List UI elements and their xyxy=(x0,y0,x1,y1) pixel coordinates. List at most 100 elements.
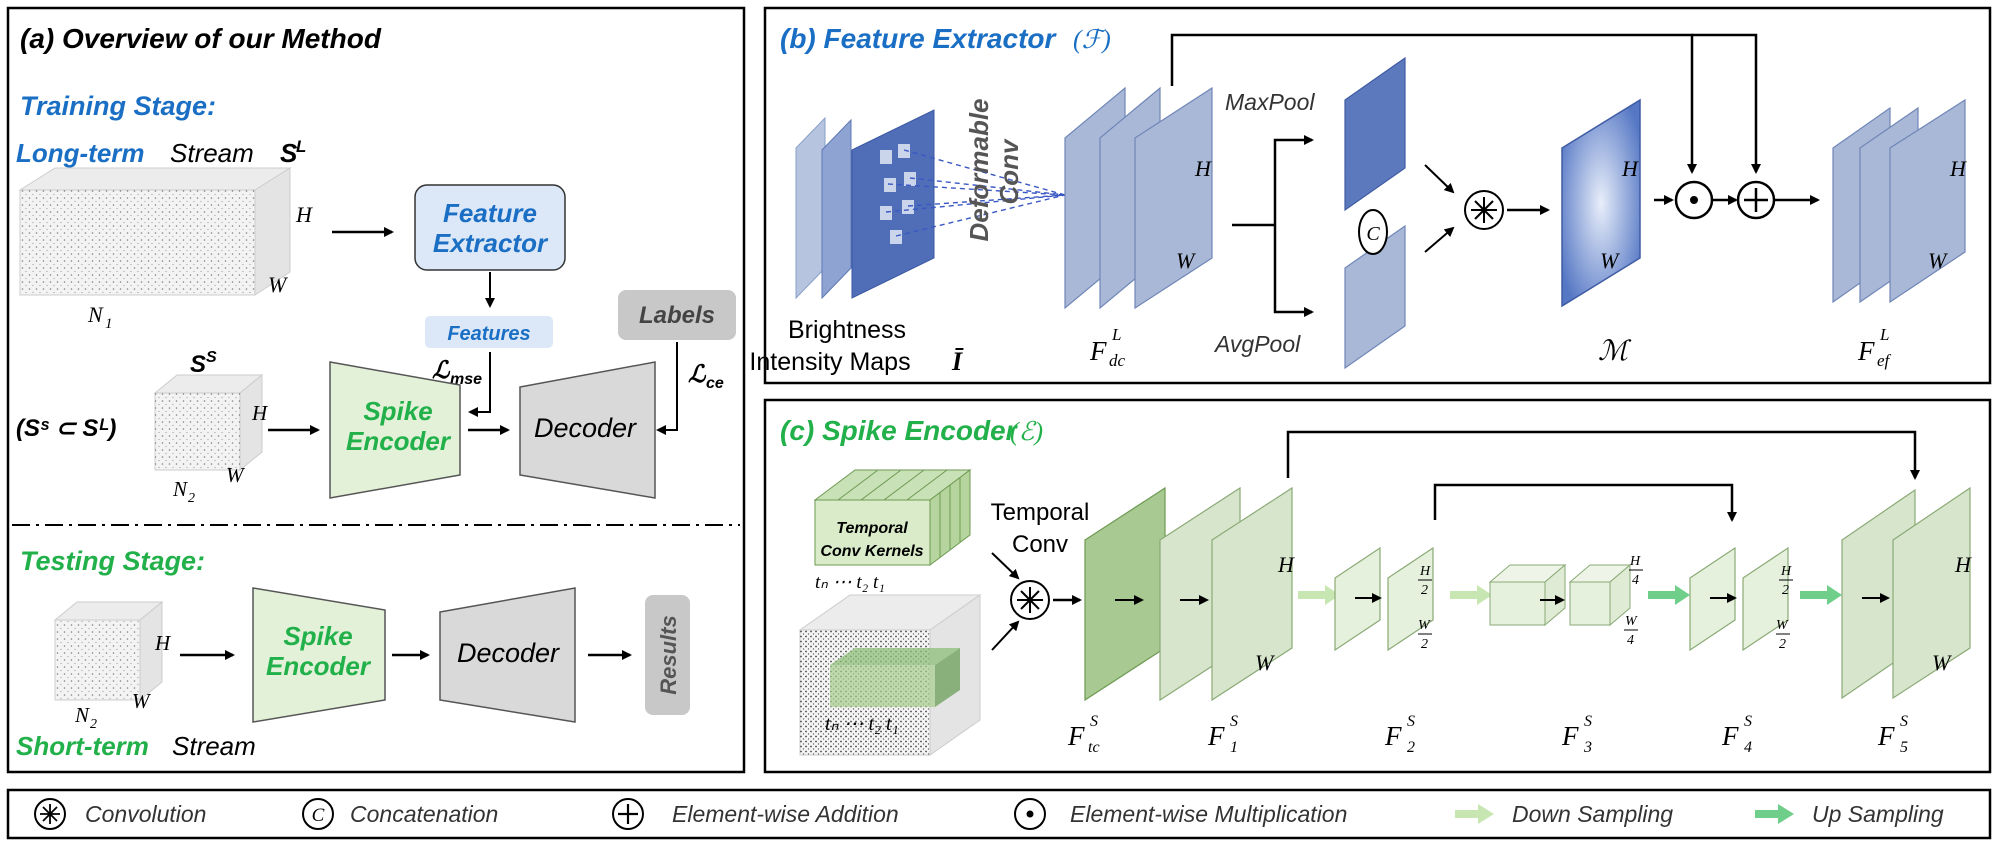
temporal-conv-label-1: Temporal xyxy=(991,499,1090,526)
f5-sub: 5 xyxy=(1900,739,1908,756)
f-dc-sub: dc xyxy=(1109,351,1126,370)
f5-sup: S xyxy=(1900,713,1908,730)
loss-ce: ℒ xyxy=(688,362,707,388)
legend-multiplication: Element-wise Multiplication xyxy=(1070,801,1347,827)
legend-up-sampling: Up Sampling xyxy=(1812,801,1944,827)
subset-relation: (Sˢ ⊂ Sᴸ) xyxy=(16,415,116,442)
spike-encoder-train xyxy=(329,361,461,499)
legend-concatenation: Concatenation xyxy=(350,801,498,827)
panel-b-title: (b) Feature Extractor xyxy=(780,23,1057,54)
f-tc-sup: S xyxy=(1090,713,1098,730)
long-stream-w: W xyxy=(268,272,288,297)
long-term-stream-cube xyxy=(18,167,292,296)
short-stream-sup: S xyxy=(206,349,217,366)
f5-stack xyxy=(1841,486,1971,700)
n2-label-train: N xyxy=(172,477,188,501)
short-train-w: W xyxy=(226,463,246,487)
f-ef-w: W xyxy=(1928,248,1948,273)
spike-encoder-test xyxy=(252,587,386,723)
spike-encoder-test-1: Spike xyxy=(283,621,352,651)
m-w: W xyxy=(1600,248,1620,273)
f5-label: F xyxy=(1877,721,1895,751)
testing-stage-label: Testing Stage: xyxy=(20,546,205,576)
f1-stack xyxy=(1159,486,1293,702)
m-h: H xyxy=(1621,156,1639,181)
short-test-w: W xyxy=(132,689,152,713)
loss-mse-sub: mse xyxy=(450,371,482,388)
f2-sup: S xyxy=(1407,713,1415,730)
maxpool-label: MaxPool xyxy=(1225,89,1315,115)
f1-sub: 1 xyxy=(1230,739,1238,756)
long-term-word: Long-term xyxy=(16,138,145,168)
brightness-label-2: Intensity Maps xyxy=(749,348,910,376)
panel-a-title: (a) Overview of our Method xyxy=(20,23,382,54)
long-stream-sup: L xyxy=(296,137,306,156)
f4-w-den: 2 xyxy=(1779,637,1786,652)
stream-word-short: Stream xyxy=(172,731,256,761)
f3-h-den: 4 xyxy=(1632,573,1639,588)
f4-sup: S xyxy=(1744,713,1752,730)
f-ef-stack xyxy=(1832,98,1966,304)
n2-sub-test: 2 xyxy=(90,717,97,732)
brightness-symbol: Ī xyxy=(951,347,964,376)
long-stream-h: H xyxy=(295,202,313,227)
kernels-label-2: Conv Kernels xyxy=(820,543,923,560)
f-ef-sub: ef xyxy=(1877,351,1892,370)
f3-sup: S xyxy=(1584,713,1592,730)
spike-encoder-train-2: Encoder xyxy=(346,426,452,456)
f3-h-num: H xyxy=(1629,554,1641,569)
short-term-stream-cube-train xyxy=(153,373,264,472)
f-dc-label: F xyxy=(1089,336,1107,366)
legend-up-arrow-icon xyxy=(1755,804,1794,824)
f3-w-num: W xyxy=(1625,614,1638,629)
temporal-conv-kernels xyxy=(813,469,972,566)
n2-sub-train: 2 xyxy=(188,491,195,506)
f-tc-sub: tc xyxy=(1088,739,1100,756)
features-label: Features xyxy=(447,323,530,345)
short-term-stream-cube-test xyxy=(53,600,164,702)
labels-box xyxy=(618,290,736,340)
legend-border xyxy=(6,788,1992,840)
panel-c-title: (c) Spike Encoder xyxy=(780,415,1019,446)
f5-h: H xyxy=(1954,552,1972,577)
kernels-label-1: Temporal xyxy=(836,520,908,537)
n2-label-test: N xyxy=(74,703,90,727)
panel-overview: (a) Overview of our Method Training Stag… xyxy=(6,6,746,774)
cube-seq: tₙ ⋯ t₂ t₁ xyxy=(825,713,899,735)
panel-b-title-symbol: (ℱ) xyxy=(1073,25,1111,54)
f2-h-num: H xyxy=(1419,564,1431,579)
f1-h: H xyxy=(1277,552,1295,577)
short-train-h: H xyxy=(251,401,269,425)
panel-feature-extractor: (b) Feature Extractor (ℱ) Deformable Con… xyxy=(749,6,1992,385)
f2-label: F xyxy=(1384,721,1402,751)
f2-sub: 2 xyxy=(1407,739,1415,756)
f2-w-num: W xyxy=(1418,618,1431,633)
short-test-h: H xyxy=(154,631,172,655)
panel-c-title-symbol: (ℰ) xyxy=(1010,417,1043,446)
f4-w-num: W xyxy=(1776,618,1789,633)
f4-label: F xyxy=(1721,721,1739,751)
f5-w: W xyxy=(1932,650,1952,675)
deformable-conv-label-1: Deformable xyxy=(964,98,994,241)
spike-encoder-train-1: Spike xyxy=(363,396,432,426)
f-ef-label: F xyxy=(1857,336,1875,366)
brightness-label-1: Brightness xyxy=(788,316,906,344)
concat-symbol xyxy=(1358,209,1388,255)
f4-h-den: 2 xyxy=(1782,583,1789,598)
f1-label: F xyxy=(1207,721,1225,751)
deformable-conv-label-2: Conv xyxy=(994,138,1024,205)
decoder-train-label: Decoder xyxy=(534,413,637,443)
f3-w-den: 4 xyxy=(1627,633,1634,648)
n1-sub: 1 xyxy=(105,316,113,332)
stream-word-long: Stream xyxy=(170,138,254,168)
attention-map-m xyxy=(1561,98,1641,308)
n1-label: N xyxy=(87,302,104,327)
training-stage-label: Training Stage: xyxy=(20,91,216,121)
results-label: Results xyxy=(656,615,681,694)
deformable-rays xyxy=(885,149,1066,237)
feature-extractor-box xyxy=(414,184,566,271)
f1-sup: S xyxy=(1230,713,1238,730)
legend-addition: Element-wise Addition xyxy=(672,801,899,827)
feature-extractor-label-2: Extractor xyxy=(433,228,549,258)
